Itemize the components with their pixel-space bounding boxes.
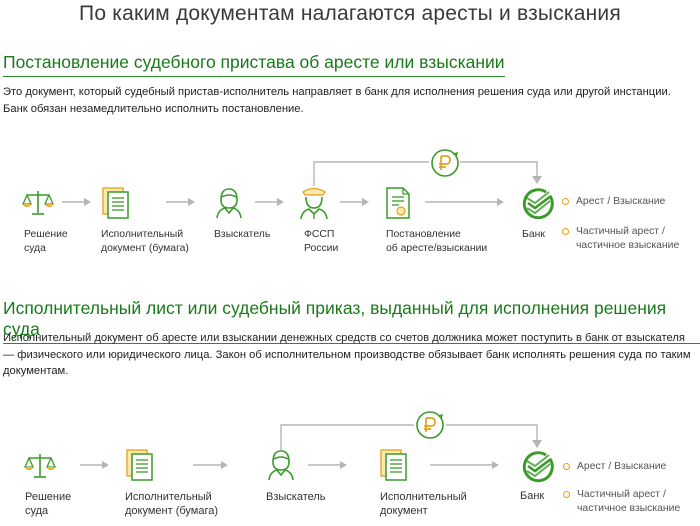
node-label: Взыскатель [214,229,271,240]
legend-dot [562,198,569,205]
flow-arrow [425,198,504,206]
scales-icon [22,191,54,215]
flow-arrow [340,198,369,206]
node-label: Банк [522,229,545,240]
flow-arrow [308,461,347,469]
ruble-coin-icon [431,149,459,177]
node-label: Банк [520,490,545,502]
officer-icon [300,187,328,220]
legend-dot [563,463,570,470]
person-icon [268,450,294,481]
person-icon [216,188,242,219]
flow-arrow [430,461,499,469]
page-title: По каким документам налагаются аресты и … [79,2,621,25]
document-icon [102,187,129,219]
sberbank-logo-icon [522,188,554,220]
ruble-coin-icon [416,411,444,439]
flow-arrow [62,198,91,206]
section2-text: Исполнительный документ об аресте или вз… [3,332,691,377]
flow-arrow [166,198,195,206]
flow-arrow [80,461,109,469]
decree-document-icon [386,187,410,219]
sberbank-logo-icon [522,451,554,483]
section1-heading: Постановление судебного пристава об арес… [3,52,505,77]
legend-dot [563,491,570,498]
flow-arrow [255,198,284,206]
document-icon [380,449,407,481]
legend-dot [562,228,569,235]
document-icon [126,449,153,481]
section1-text: Это документ, который судебный пристав-и… [3,86,671,115]
node-label: Взыскатель [266,491,326,503]
section2-heading: Исполнительный лист или судебный приказ,… [3,298,700,344]
flow-arrow [193,461,228,469]
scales-icon [24,454,56,478]
